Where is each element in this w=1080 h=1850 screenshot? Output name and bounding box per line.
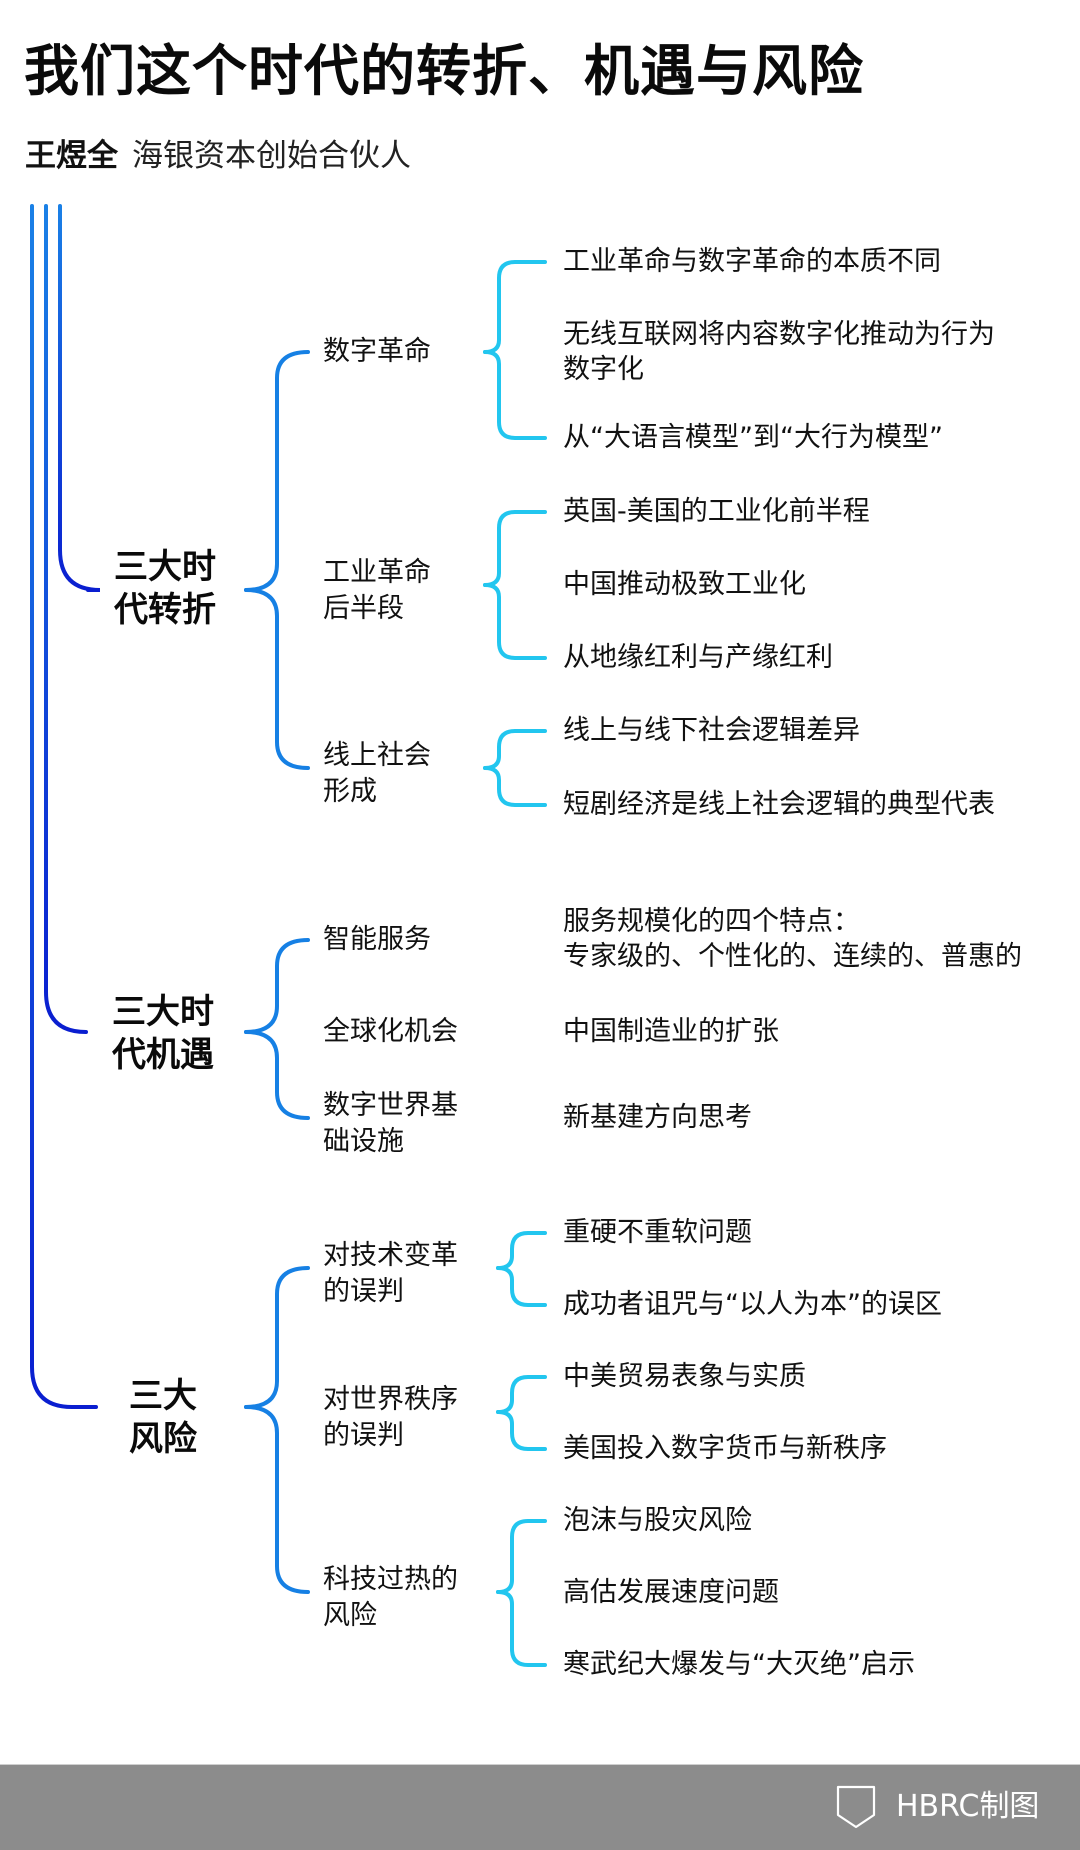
shield-icon	[836, 1785, 876, 1829]
topic-label: 全球化机会	[323, 1016, 458, 1047]
leaf-item: 无线互联网将内容数字化推动为行为 数字化	[563, 319, 995, 385]
bracket-arm	[483, 583, 547, 660]
footer-brand: HBRC制图	[896, 1789, 1040, 1824]
bracket-arm	[244, 1030, 310, 1120]
trunk-lines	[30, 204, 101, 1409]
byline: 王煜全海银资本创始合伙人	[25, 136, 411, 176]
topic-label: 工业革命 后半段	[323, 557, 431, 624]
trunk-line	[44, 204, 88, 1034]
leaf-item: 从“大语言模型”到“大行为模型”	[563, 422, 943, 453]
bracket-arm	[496, 1519, 547, 1594]
bracket-arm	[496, 1375, 547, 1414]
page-title: 我们这个时代的转折、机遇与风险	[24, 39, 865, 103]
leaf-item: 线上与线下社会逻辑差异	[563, 715, 860, 746]
section-label: 三大 风险	[129, 1376, 197, 1459]
topic-brackets	[456, 260, 547, 1667]
trunk-line	[30, 204, 98, 1409]
bracket-arm	[244, 1266, 310, 1409]
author-role: 海银资本创始合伙人	[132, 138, 411, 174]
leaf-item: 成功者诅咒与“以人为本”的误区	[563, 1289, 942, 1320]
bracket-arm	[244, 350, 310, 592]
topic-label: 线上社会 形成	[323, 740, 431, 807]
bracket-arm	[496, 1590, 547, 1667]
bracket-arm	[496, 1410, 547, 1451]
leaf-item: 中国制造业的扩张	[563, 1016, 779, 1047]
topic-label: 对世界秩序 的误判	[323, 1384, 458, 1451]
leaf-item: 泡沫与股灾风险	[563, 1505, 752, 1536]
topic-label: 数字世界基 础设施	[323, 1090, 458, 1157]
leaf-item: 工业革命与数字革命的本质不同	[563, 246, 941, 277]
topic-label: 智能服务	[323, 924, 431, 955]
bracket-arm	[483, 729, 547, 770]
section-label: 三大时 代转折	[114, 547, 216, 630]
leaf-item: 中美贸易表象与实质	[563, 1361, 806, 1392]
bracket-arm	[244, 1405, 310, 1594]
bracket-arm	[496, 1266, 547, 1307]
leaf-item: 重硬不重软问题	[563, 1217, 752, 1248]
leaf-item: 短剧经济是线上社会逻辑的典型代表	[563, 789, 995, 820]
section-label: 三大时 代机遇	[112, 992, 214, 1075]
leaf-item: 中国推动极致工业化	[563, 569, 806, 600]
mindmap-connectors	[30, 204, 547, 1667]
leaf-item: 从地缘红利与产缘红利	[563, 642, 833, 673]
author-name: 王煜全	[25, 138, 118, 174]
bracket-arm	[483, 350, 547, 440]
bracket-arm	[244, 938, 310, 1034]
topic-label: 数字革命	[323, 336, 431, 367]
leaf-item: 新基建方向思考	[563, 1102, 752, 1133]
bracket-arm	[483, 766, 547, 807]
leaf-item: 高估发展速度问题	[563, 1577, 779, 1608]
bracket-arm	[496, 1231, 547, 1270]
leaf-item: 英国-美国的工业化前半程	[563, 496, 870, 527]
bracket-arm	[483, 510, 547, 587]
bracket-arm	[483, 260, 547, 354]
section-brackets	[236, 350, 310, 1594]
trunk-line	[58, 204, 101, 592]
leaf-item: 寒武纪大爆发与“大灭绝”启示	[563, 1649, 915, 1680]
topic-label: 对技术变革 的误判	[323, 1240, 458, 1307]
footer: HBRC制图	[0, 1764, 1080, 1850]
leaf-item: 美国投入数字货币与新秩序	[563, 1433, 887, 1464]
bracket-arm	[244, 588, 310, 770]
leaf-item: 服务规模化的四个特点： 专家级的、个性化的、连续的、普惠的	[563, 906, 1022, 972]
topic-label: 科技过热的 风险	[323, 1564, 458, 1631]
